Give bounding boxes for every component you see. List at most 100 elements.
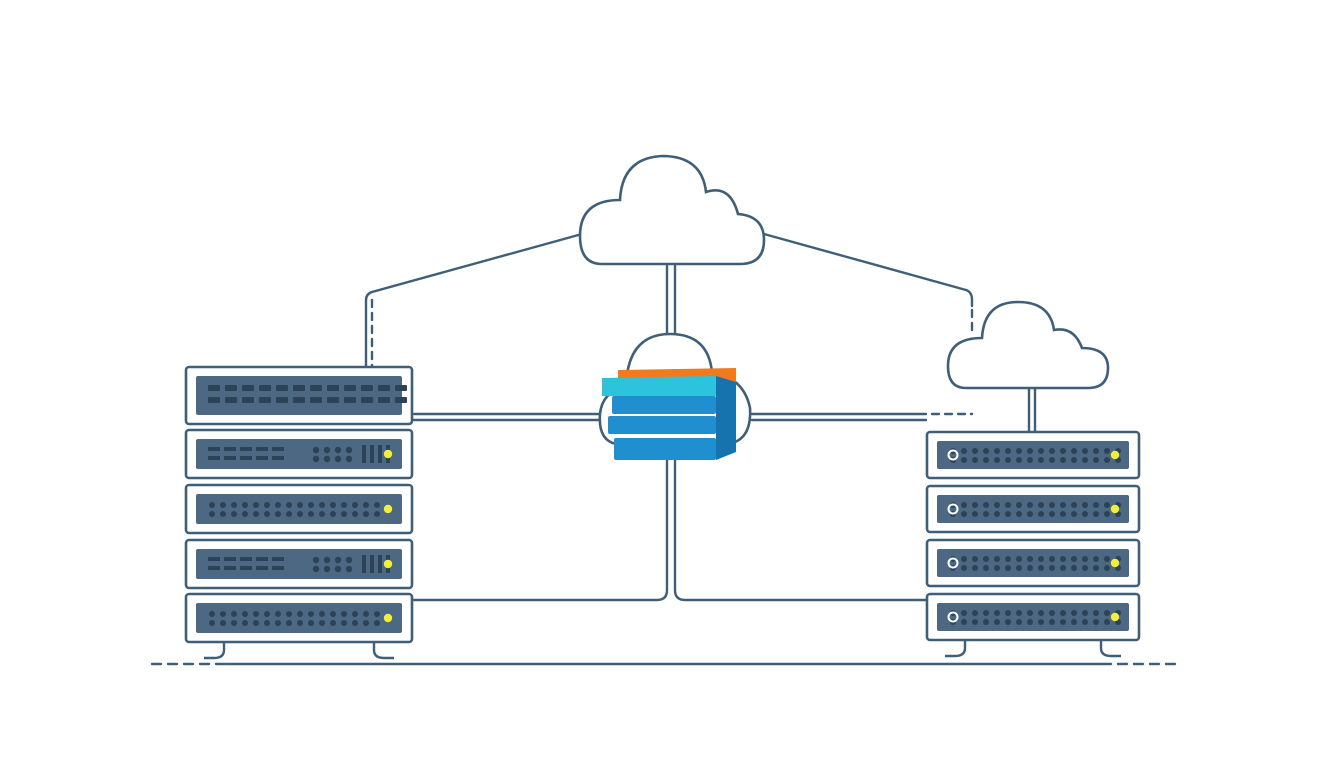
vent-hole [1104,511,1110,517]
vent-hole [275,620,281,626]
vent-hole [1104,619,1110,625]
vent-hole [363,611,369,617]
vent-hole [972,448,978,454]
vent-hole [308,611,314,617]
vent-hole [1082,610,1088,616]
status-led-icon [383,504,393,514]
hub-layer-3 [614,438,716,460]
vent-slot [208,447,220,451]
vent-hole [341,511,347,517]
vent-hole [1093,619,1099,625]
vent-slot [272,456,284,460]
vent-slot [256,557,268,561]
vent-hole [1104,610,1110,616]
vent-hole [972,457,978,463]
vent-bar [362,555,366,573]
vent-hole [352,611,358,617]
vent-slot [256,566,268,570]
vent-hole [1060,448,1066,454]
vent-hole [1005,502,1011,508]
vent-hole [1038,619,1044,625]
vent-bar [370,445,374,463]
vent-hole [961,502,967,508]
vent-hole [286,620,292,626]
hub-layer-1 [612,396,716,414]
vent-slot [395,385,407,391]
vent-hole [374,620,380,626]
vent-hole [1082,457,1088,463]
vent-hole [264,502,270,508]
vent-hole [1104,457,1110,463]
vent-slot [272,557,284,561]
vent-slot [276,397,288,403]
vent-hole [983,448,989,454]
rack-unit [925,592,1141,642]
vent-hole [994,619,1000,625]
vent-hole [345,446,353,454]
hub-top-layer [602,376,716,396]
vent-slot [224,456,236,460]
rack-unit-panel [937,495,1129,523]
power-button-icon [947,611,959,623]
vent-hole [345,556,353,564]
rack-unit [184,365,414,426]
vent-slot [208,566,220,570]
rack-unit [925,538,1141,588]
vent-hole [1027,511,1033,517]
vent-hole [220,511,226,517]
vent-hole [961,610,967,616]
link-main-cloud-to-right [762,232,974,308]
vent-hole [961,457,967,463]
vent-hole [297,620,303,626]
vent-hole [972,619,978,625]
vent-hole [330,620,336,626]
vent-hole [1060,610,1066,616]
vent-hole [1027,502,1033,508]
vent-hole [994,457,1000,463]
vent-hole [352,502,358,508]
vent-slot [256,447,268,451]
vent-hole [323,455,331,463]
vent-hole [1049,556,1055,562]
vent-hole [1071,610,1077,616]
vent-hole [1049,502,1055,508]
rack-foot-right [1099,640,1121,658]
vent-hole [961,565,967,571]
hub-layer-2 [608,416,716,434]
vent-hole [1071,448,1077,454]
vent-hole [308,502,314,508]
vent-hole [275,511,281,517]
vent-slot [272,447,284,451]
vent-hole [363,511,369,517]
vent-hole [323,446,331,454]
vent-slot [344,385,356,391]
vent-hole [242,502,248,508]
rack-unit-panel [937,603,1129,631]
vent-hole [374,611,380,617]
vent-hole [334,565,342,573]
vent-slot [259,397,271,403]
status-led-icon [1110,450,1120,460]
vent-bar [370,555,374,573]
vent-hole [1104,556,1110,562]
vent-slot [327,397,339,403]
vent-slot [276,385,288,391]
vent-hole [242,511,248,517]
vent-hole [297,502,303,508]
vent-hole [1071,502,1077,508]
vent-hole [994,565,1000,571]
vent-hole [363,620,369,626]
vent-slot [242,397,254,403]
vent-hole [345,565,353,573]
vent-hole [231,511,237,517]
vent-hole [983,556,989,562]
vent-hole [983,457,989,463]
vent-hole [319,502,325,508]
vent-hole [253,511,259,517]
vent-hole [994,511,1000,517]
hub-side-face [716,376,736,460]
vent-hole [323,556,331,564]
vent-slot [293,385,305,391]
vent-hole [352,620,358,626]
